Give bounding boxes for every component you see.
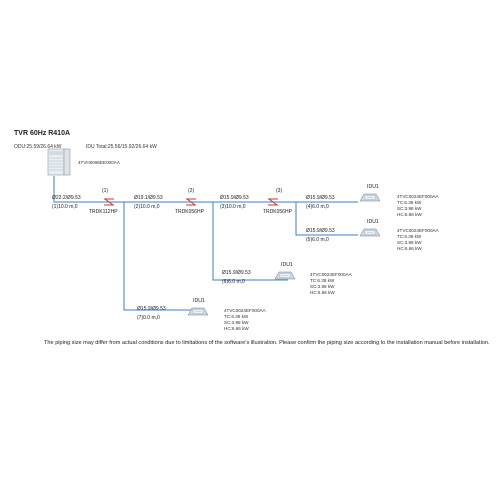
branch-kit-1[interactable]	[104, 198, 114, 206]
idu-sc: SC:3.98 kW	[397, 240, 422, 245]
pipe-size-label: Ø15.9/Ø9.53	[137, 306, 166, 312]
pipe-length-label: (1)10.0 m,0	[52, 204, 78, 210]
idu-tc: TC:6.39 kW	[224, 314, 249, 319]
idu-sc: SC:3.98 kW	[224, 320, 249, 325]
idu-model: 4TVC0024EF000AA	[224, 308, 267, 313]
diagram-title: TVR 60Hz R410A	[14, 130, 71, 137]
idu-sc: SC:3.98 kW	[310, 284, 335, 289]
idu-name: IDU1	[281, 262, 293, 268]
branch-kit-label: TRDK112HP	[89, 209, 118, 215]
branch-kits	[104, 198, 278, 206]
pipe-length-label: (2)10.0 m,0	[134, 204, 160, 210]
branch-kit-label: TRDK056HP	[175, 209, 205, 215]
idu-model: 4TVC0024EF000AA	[397, 228, 440, 233]
cassette-unit-icon[interactable]	[187, 307, 209, 316]
cassette-unit-icon[interactable]	[274, 271, 296, 280]
pipe-5	[295, 202, 358, 236]
pipe-size-label: Ø15.9/Ø9.53	[306, 228, 335, 234]
outdoor-unit-icon[interactable]	[47, 148, 71, 176]
pipe-size-label: Ø15.9/Ø9.53	[220, 195, 249, 201]
pipe-length-label: (5)6.0 m,0	[306, 237, 329, 243]
idu-tc: TC:6.39 kW	[397, 200, 422, 205]
cassette-unit-icon[interactable]	[359, 228, 381, 237]
odu-model-label: 4TVH0096EE000AA	[78, 160, 121, 165]
disclaimer-note: The piping size may differ from actual c…	[44, 340, 490, 346]
pipe-7	[123, 202, 198, 311]
odu-summary: ODU:25.59/26.64 kW	[14, 144, 62, 150]
branch-kit-2[interactable]	[186, 198, 196, 206]
pipe-size-label: Ø15.9/Ø9.53	[306, 195, 335, 201]
branch-number: (1)	[102, 188, 108, 194]
pipe-size-label: Ø19.1/Ø9.53	[134, 195, 163, 201]
pipe-length-label: (7)0.0 m,0	[137, 315, 160, 321]
idu-name: IDU1	[367, 184, 379, 190]
pipe-size-label: Ø22.2/Ø9.53	[52, 195, 81, 201]
idu-model: 4TVC0024EF000AA	[310, 272, 353, 277]
idu-summary: IDU Total:25.56/15.92/26.64 kW	[86, 144, 157, 150]
idu-hc: HC:6.66 kW	[310, 290, 335, 295]
pipe-length-label: (6)6.0 m,0	[222, 279, 245, 285]
pipe-size-label: Ø15.9/Ø9.53	[222, 270, 251, 276]
branch-number: (2)	[188, 188, 194, 194]
pipe-6	[212, 202, 288, 281]
idu-sc: SC:3.98 kW	[397, 206, 422, 211]
branch-number: (3)	[276, 188, 282, 194]
idu-hc: HC:6.66 kW	[397, 246, 422, 251]
pipe-length-label: (4)6.0 m,0	[306, 204, 329, 210]
pipe-length-label: (3)10.0 m,0	[220, 204, 246, 210]
idu-name: IDU1	[193, 298, 205, 304]
idu-tc: TC:6.39 kW	[397, 234, 422, 239]
pipe-network	[53, 176, 358, 311]
branch-kit-label: TRDK056HP	[263, 209, 293, 215]
pipe-1	[53, 176, 120, 203]
cassette-unit-icon[interactable]	[359, 193, 381, 202]
idu-hc: HC:6.66 kW	[224, 326, 249, 331]
branch-kit-3[interactable]	[268, 198, 278, 206]
idu-name: IDU1	[367, 219, 379, 225]
idu-tc: TC:6.39 kW	[310, 278, 335, 283]
idu-model: 4TVC0024EF000AA	[397, 194, 440, 199]
idu-hc: HC:6.66 kW	[397, 212, 422, 217]
